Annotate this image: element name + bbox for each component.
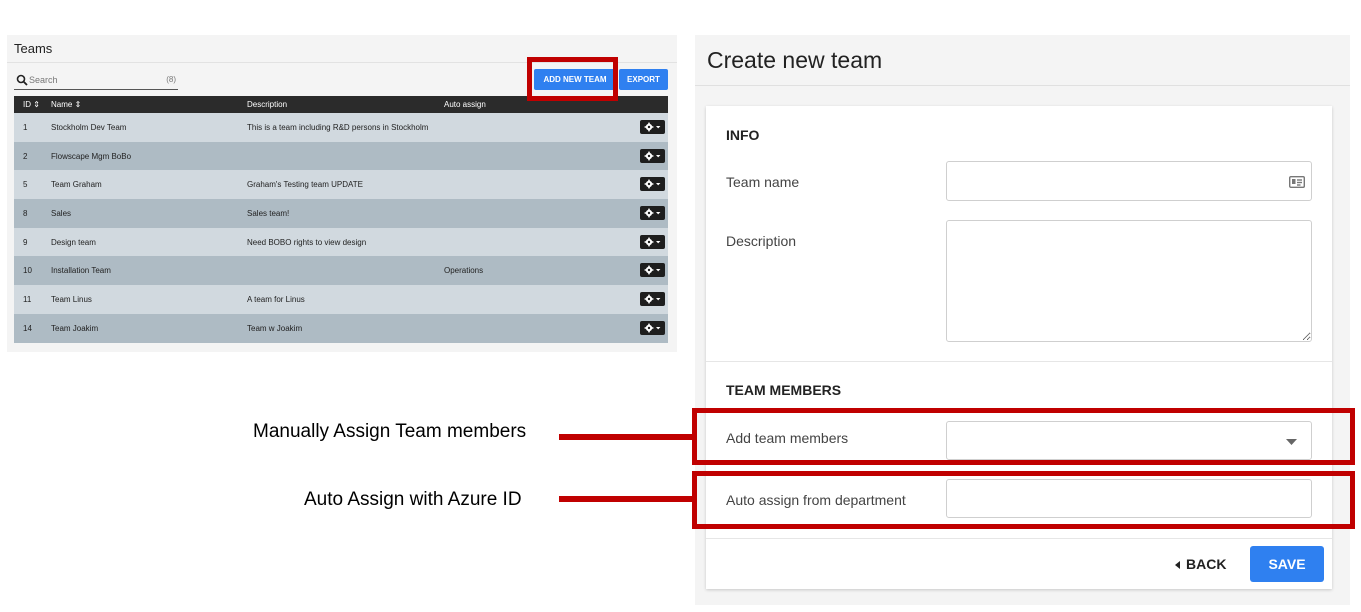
add-team-members-select[interactable] <box>946 421 1312 460</box>
gear-icon <box>644 266 661 275</box>
page-title: Create new team <box>707 47 883 73</box>
cell-description: A team for Linus <box>247 295 305 305</box>
annotation-connector-manual <box>559 434 694 440</box>
column-id[interactable]: ID ⇕ <box>23 100 40 109</box>
cell-id: 8 <box>23 209 28 219</box>
cell-name: Team Graham <box>51 180 102 190</box>
divider <box>7 62 677 63</box>
section-divider <box>706 361 1332 362</box>
team-name-input[interactable] <box>946 161 1312 201</box>
gear-icon <box>644 294 661 304</box>
callout-auto-assign <box>692 471 1355 529</box>
gear-icon <box>644 179 661 189</box>
divider <box>695 85 1350 86</box>
cell-description: This is a team including R&D persons in … <box>247 123 429 132</box>
create-team-panel: Create new team INFO Team name Descripti… <box>695 35 1350 605</box>
gear-icon <box>644 323 661 333</box>
id-card-icon <box>1289 176 1305 188</box>
back-button[interactable]: BACK <box>1172 552 1234 578</box>
description-textarea[interactable] <box>946 220 1312 342</box>
row-settings-button[interactable] <box>640 177 665 192</box>
cell-id: 10 <box>23 266 32 276</box>
table-row[interactable]: 8 Sales Sales team! <box>14 199 668 228</box>
cell-description: Need BOBO rights to view design <box>247 237 367 247</box>
auto-assign-label: Auto assign from department <box>726 492 906 508</box>
callout-add-team-members <box>692 408 1355 465</box>
table-row[interactable]: 10 Installation Team Operations <box>14 256 668 286</box>
chevron-down-icon <box>1286 439 1297 445</box>
cell-description: Team w Joakim <box>247 323 303 333</box>
row-settings-button[interactable] <box>640 148 665 163</box>
info-heading: INFO <box>726 127 760 143</box>
cell-name: Flowscape Mgm BoBo <box>51 151 132 161</box>
export-button[interactable]: EXPORT <box>619 69 668 90</box>
section-divider <box>706 538 1332 539</box>
cell-id: 11 <box>23 295 32 305</box>
row-settings-button[interactable] <box>640 206 665 221</box>
annotation-manual-assign: Manually Assign Team members <box>253 421 527 442</box>
add-team-members-label: Add team members <box>726 430 849 446</box>
cell-description: Graham's Testing team UPDATE <box>247 180 363 190</box>
gear-icon <box>644 208 661 218</box>
cell-id: 1 <box>23 123 28 132</box>
cell-description: Sales team! <box>247 209 290 219</box>
save-button[interactable]: SAVE <box>1250 546 1324 582</box>
teams-panel: Teams (8) ADD NEW TEAM EXPORT ID ⇕ Name … <box>7 35 677 352</box>
teams-title: Teams <box>14 41 53 56</box>
create-team-form: INFO Team name Description TEAM MEMBERS … <box>706 106 1332 589</box>
cell-auto-assign: Operations <box>444 266 484 276</box>
table-row[interactable]: 9 Design team Need BOBO rights to view d… <box>14 227 668 257</box>
search-input[interactable] <box>29 72 149 88</box>
teams-table: ID ⇕ Name ⇕ Description Auto assign 1 St… <box>14 96 668 343</box>
search-box[interactable]: (8) <box>14 71 178 90</box>
callout-add-new-team <box>527 57 618 101</box>
search-icon <box>16 74 28 86</box>
caret-left-icon <box>1175 561 1180 569</box>
auto-assign-department-input[interactable] <box>946 479 1312 518</box>
search-count: (8) <box>166 75 176 84</box>
table-row[interactable]: 11 Team Linus A team for Linus <box>14 285 668 314</box>
row-settings-button[interactable] <box>640 320 665 335</box>
cell-id: 14 <box>23 323 32 333</box>
team-name-label: Team name <box>726 174 800 190</box>
row-settings-button[interactable] <box>640 120 665 134</box>
cell-id: 5 <box>23 180 28 190</box>
cell-name: Sales <box>51 209 72 219</box>
gear-icon <box>644 122 661 132</box>
caret-down-icon <box>656 126 661 129</box>
cell-id: 2 <box>23 151 28 161</box>
column-auto-assign: Auto assign <box>444 100 486 109</box>
row-settings-button[interactable] <box>640 292 665 307</box>
cell-name: Stockholm Dev Team <box>51 123 127 132</box>
description-label: Description <box>726 233 797 249</box>
table-row[interactable]: 5 Team Graham Graham's Testing team UPDA… <box>14 170 668 200</box>
cell-name: Team Linus <box>51 295 92 305</box>
row-settings-button[interactable] <box>640 263 665 278</box>
add-new-team-button[interactable]: ADD NEW TEAM <box>534 69 616 90</box>
gear-icon <box>644 151 661 161</box>
table-row[interactable]: 14 Team Joakim Team w Joakim <box>14 313 668 343</box>
table-header: ID ⇕ Name ⇕ Description Auto assign <box>14 96 668 113</box>
cell-id: 9 <box>23 237 28 247</box>
cell-name: Design team <box>51 237 96 247</box>
column-description: Description <box>247 100 288 109</box>
column-name[interactable]: Name ⇕ <box>51 100 82 109</box>
annotation-connector-auto <box>559 496 694 502</box>
row-settings-button[interactable] <box>640 234 665 249</box>
back-button-label: BACK <box>1186 556 1227 572</box>
annotation-auto-assign: Auto Assign with Azure ID <box>304 489 522 510</box>
table-row[interactable]: 1 Stockholm Dev Team This is a team incl… <box>14 113 668 142</box>
table-row[interactable]: 2 Flowscape Mgm BoBo <box>14 141 668 171</box>
team-members-heading: TEAM MEMBERS <box>726 382 842 398</box>
cell-name: Team Joakim <box>51 323 99 333</box>
cell-name: Installation Team <box>51 266 111 276</box>
gear-icon <box>644 237 661 247</box>
